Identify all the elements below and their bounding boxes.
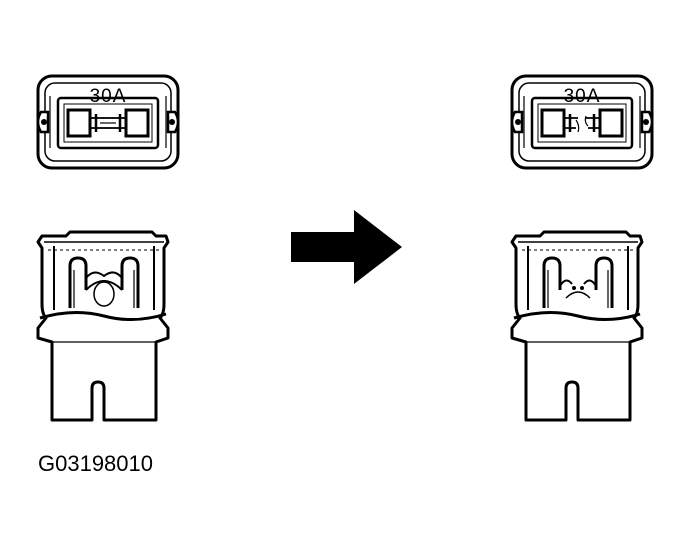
- right-fuse-top-view: 30A: [510, 74, 654, 170]
- blown-terminal-link: [542, 256, 614, 308]
- left-fuse-top-view: 30A: [36, 74, 180, 170]
- left-fuse-side-view: [36, 230, 170, 422]
- intact-terminal-link: [68, 256, 140, 308]
- intact-fuse-element: [89, 114, 127, 132]
- right-arrow-icon: [291, 210, 402, 284]
- left-fuse-rating-label: 30A: [90, 86, 127, 107]
- figure-code: G03198010: [38, 451, 153, 476]
- blown-fuse-element: [564, 114, 600, 133]
- right-fuse-rating-label: 30A: [564, 86, 601, 107]
- right-fuse-side-view: [510, 230, 644, 422]
